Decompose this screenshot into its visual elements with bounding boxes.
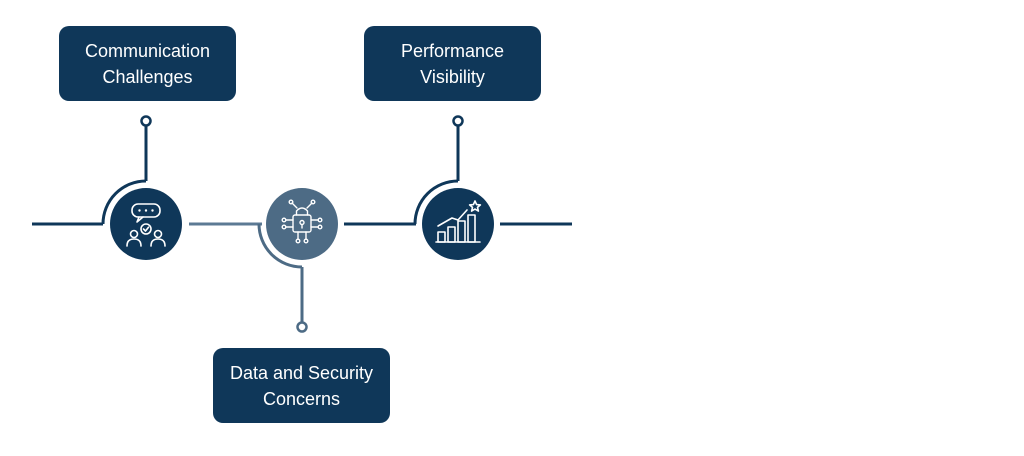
label-performance-visibility: Performance Visibility <box>364 26 541 101</box>
label-line: Concerns <box>262 388 341 409</box>
security-lock-circuit-icon <box>281 199 323 244</box>
label-line: Data and Security <box>229 362 374 383</box>
node-ring-data <box>257 223 303 269</box>
label-data-security-concerns: Data and Security Concerns <box>213 348 390 423</box>
label-line: Communication <box>84 40 211 61</box>
node-ring-performance <box>413 179 459 225</box>
chat-people-icon <box>126 203 166 247</box>
stem-dot-performance <box>452 115 464 127</box>
growth-chart-star-icon <box>435 200 482 243</box>
label-line: Visibility <box>420 66 485 87</box>
node-ring-communication <box>101 179 147 225</box>
label-line: Challenges <box>102 66 193 87</box>
stem-dot-communication <box>140 115 152 127</box>
label-line: Performance <box>400 40 505 61</box>
label-communication-challenges: Communication Challenges <box>59 26 236 101</box>
stem-dot-data <box>296 321 308 333</box>
